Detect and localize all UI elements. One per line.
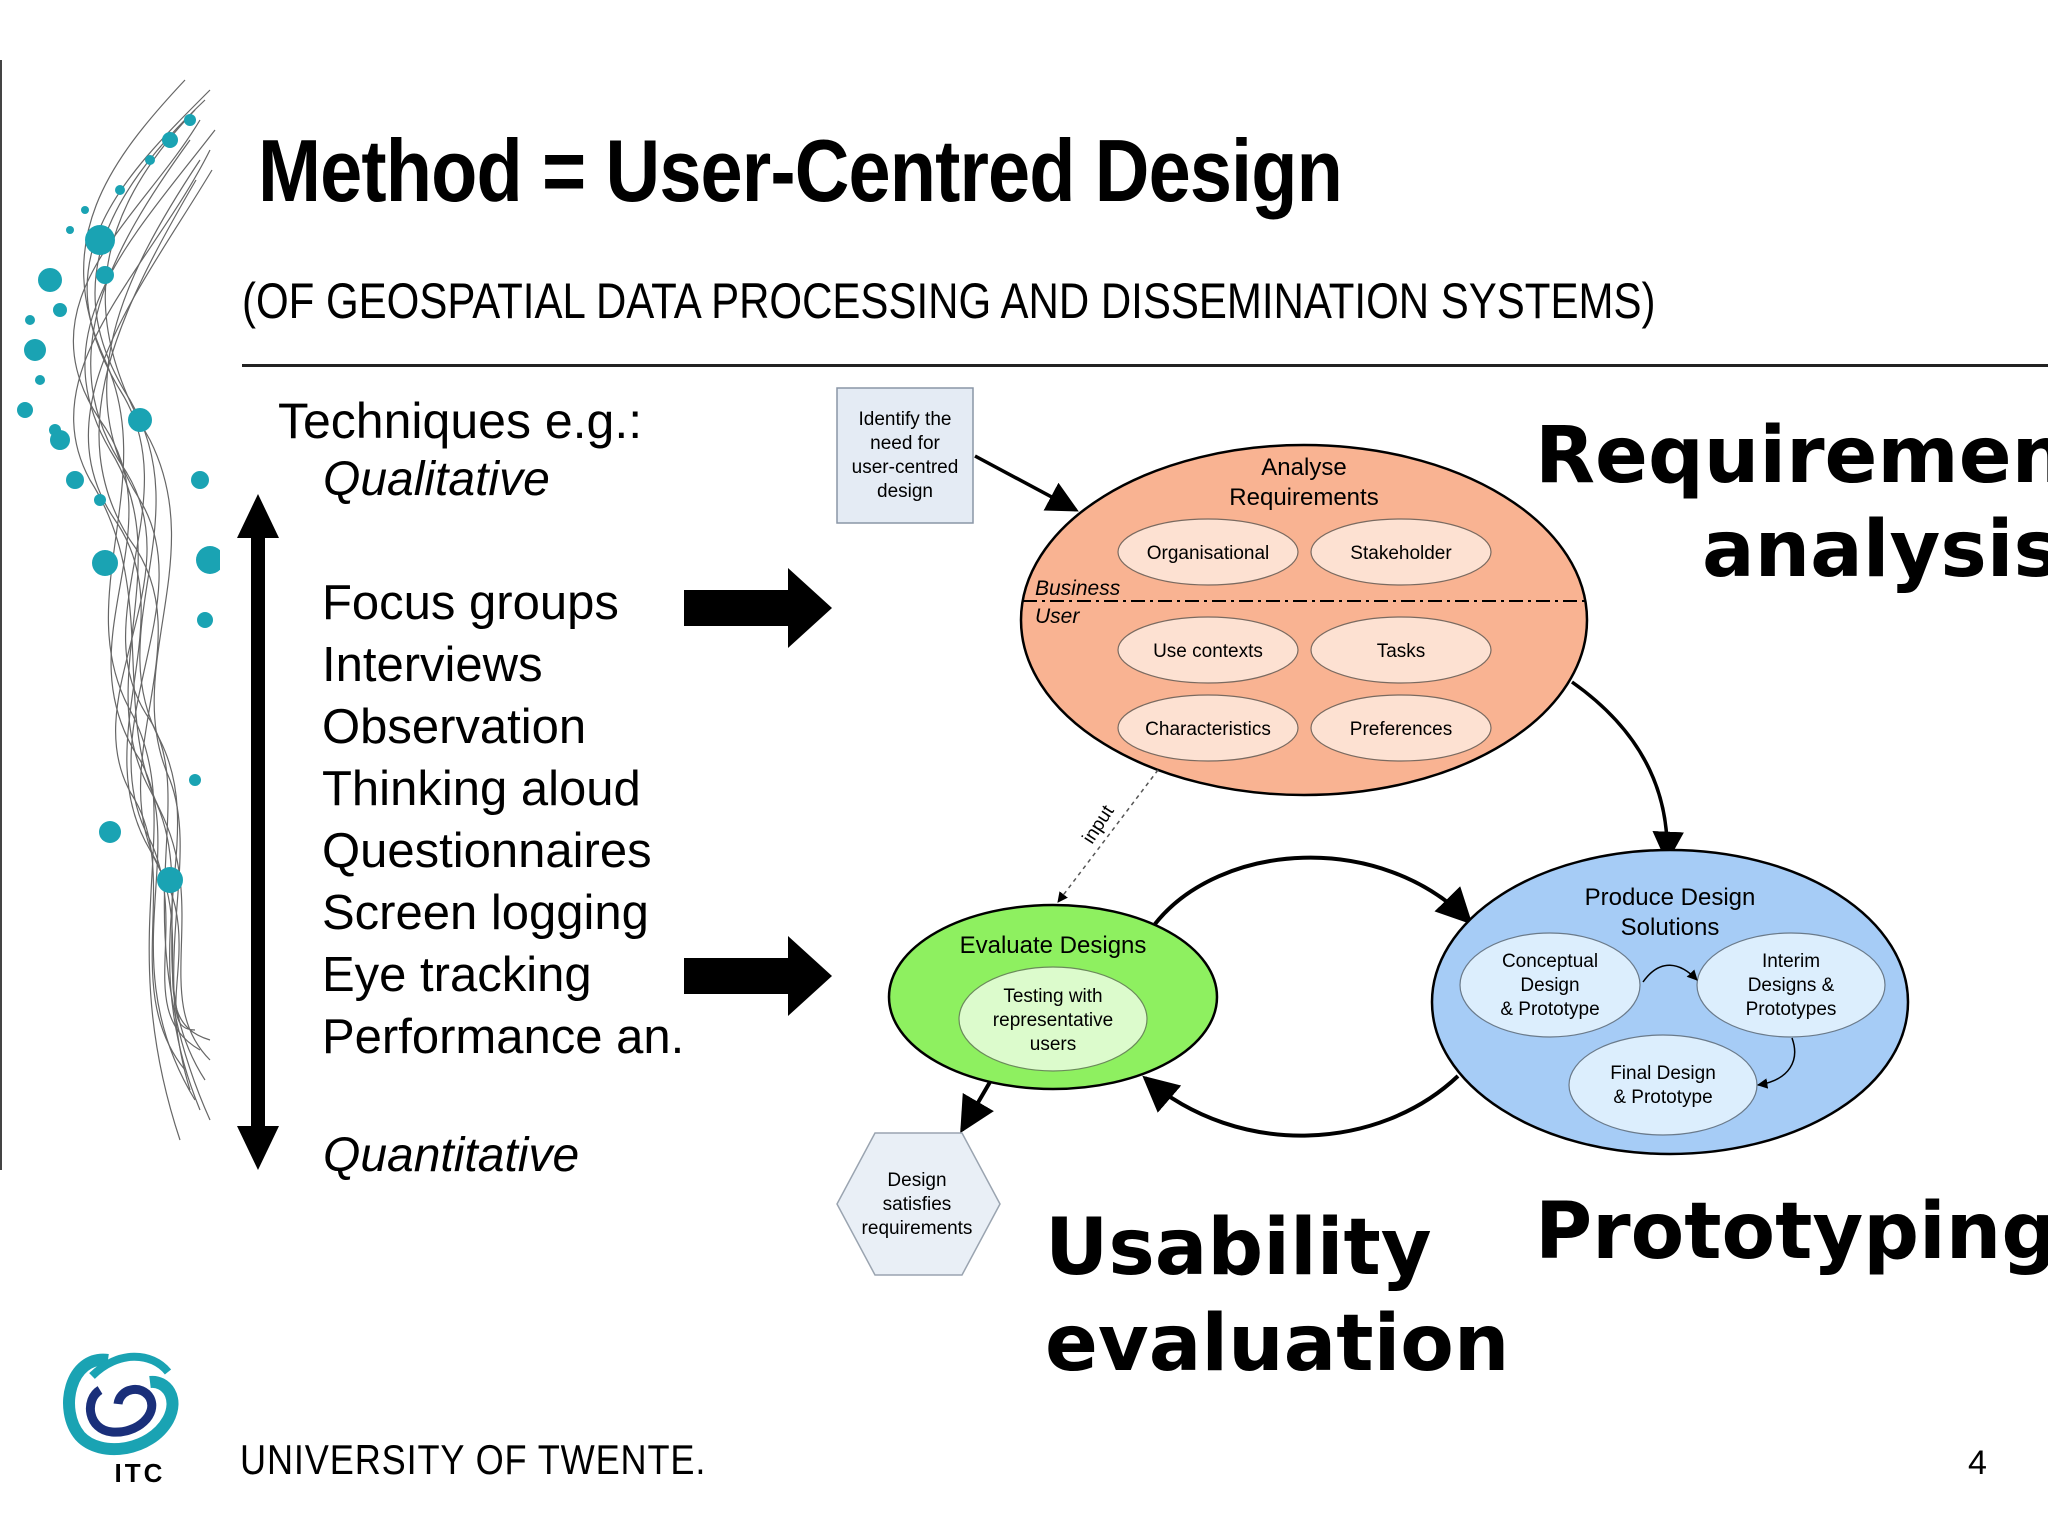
technique-item: Focus groups <box>322 576 619 630</box>
identify-need-box: Identify the need for user-centred desig… <box>836 387 974 524</box>
conceptual-text: Conceptual <box>1502 951 1598 972</box>
use-contexts-item: Use contexts <box>1153 641 1263 662</box>
technique-item: Performance an. <box>322 1010 685 1064</box>
final-design-text: Final Design <box>1610 1063 1716 1084</box>
identify-text: need for <box>870 433 940 454</box>
hexagon-text: satisfies <box>883 1194 952 1215</box>
organisational-item: Organisational <box>1147 543 1270 564</box>
evaluate-to-produce-arrow <box>1153 855 1473 926</box>
interim-text: Interim <box>1762 951 1820 972</box>
title-divider <box>242 364 2048 367</box>
business-label: Business <box>1035 577 1121 600</box>
analyse-to-produce-arrow <box>1570 680 1684 864</box>
user-label: User <box>1035 605 1080 628</box>
interim-text: Prototypes <box>1746 999 1837 1020</box>
preferences-item: Preferences <box>1350 719 1452 740</box>
qualitative-label: Qualitative <box>323 453 550 506</box>
evaluate-title: Evaluate Designs <box>960 932 1147 959</box>
input-label: input <box>1079 801 1119 848</box>
tasks-item: Tasks <box>1377 641 1426 662</box>
prototyping-label: Prototyping <box>1535 1187 2048 1277</box>
final-design-text: & Prototype <box>1613 1087 1712 1108</box>
conceptual-text: & Prototype <box>1500 999 1599 1020</box>
hexagon-text: requirements <box>862 1218 973 1239</box>
technique-item: Thinking aloud <box>322 762 641 816</box>
techniques-heading: Techniques e.g.: <box>278 393 643 449</box>
identify-arrow <box>974 454 1079 512</box>
usability-evaluation-label: evaluation <box>1045 1299 1510 1389</box>
analyse-title: Analyse <box>1261 454 1346 481</box>
produce-to-evaluate-arrow <box>1142 1074 1460 1138</box>
evaluate-to-hexagon-arrow <box>960 1080 994 1134</box>
analyse-requirements-ellipse: Analyse Requirements Business User Organ… <box>1019 443 1589 797</box>
evaluate-inner-text: Testing with <box>1003 986 1102 1007</box>
analyse-title: Requirements <box>1229 484 1378 511</box>
requirement-analysis-label: analysis <box>1702 505 2048 595</box>
technique-item: Questionnaires <box>322 824 652 878</box>
technique-item: Eye tracking <box>322 948 592 1002</box>
requirement-analysis-label: Requirement <box>1535 411 2048 501</box>
conceptual-text: Design <box>1520 975 1579 996</box>
quantitative-label: Quantitative <box>323 1129 580 1182</box>
qualitative-quantitative-arrow <box>237 494 279 1170</box>
identify-text: user-centred <box>852 457 959 478</box>
technique-item: Observation <box>322 700 587 754</box>
evaluate-inner-text: users <box>1030 1034 1076 1055</box>
decorative-wave-graphic <box>0 60 220 1170</box>
techniques-list: Focus groups Interviews Observation Thin… <box>322 572 684 1068</box>
identify-text: Identify the <box>859 409 952 430</box>
produce-title: Solutions <box>1621 914 1720 941</box>
page-number: 4 <box>1968 1444 1987 1482</box>
block-arrow-evaluation <box>684 936 832 1016</box>
evaluate-inner-text: representative <box>993 1010 1113 1031</box>
characteristics-item: Characteristics <box>1145 719 1271 740</box>
produce-title: Produce Design <box>1585 884 1756 911</box>
hexagon-text: Design <box>887 1170 946 1191</box>
identify-text: design <box>877 481 933 502</box>
university-name: UNIVERSITY OF TWENTE. <box>240 1436 707 1483</box>
usability-evaluation-label: Usability <box>1045 1203 1432 1293</box>
block-arrow-requirements <box>684 568 832 648</box>
interim-text: Designs & <box>1748 975 1835 996</box>
slide-title: Method = User-Centred Design <box>258 121 1343 220</box>
produce-design-ellipse: Produce Design Solutions Conceptual Desi… <box>1430 848 1910 1156</box>
evaluate-designs-ellipse: Evaluate Designs Testing with representa… <box>887 903 1219 1091</box>
design-satisfies-hexagon: Design satisfies requirements <box>836 1132 1001 1276</box>
input-dashed-arrow <box>1057 769 1159 903</box>
stakeholder-item: Stakeholder <box>1350 543 1452 564</box>
slide-subtitle: (OF GEOSPATIAL DATA PROCESSING AND DISSE… <box>242 273 1656 329</box>
technique-item: Interviews <box>322 638 543 692</box>
itc-logo: ITC <box>63 1352 179 1488</box>
technique-item: Screen logging <box>322 886 649 940</box>
logo-text: ITC <box>115 1458 166 1488</box>
